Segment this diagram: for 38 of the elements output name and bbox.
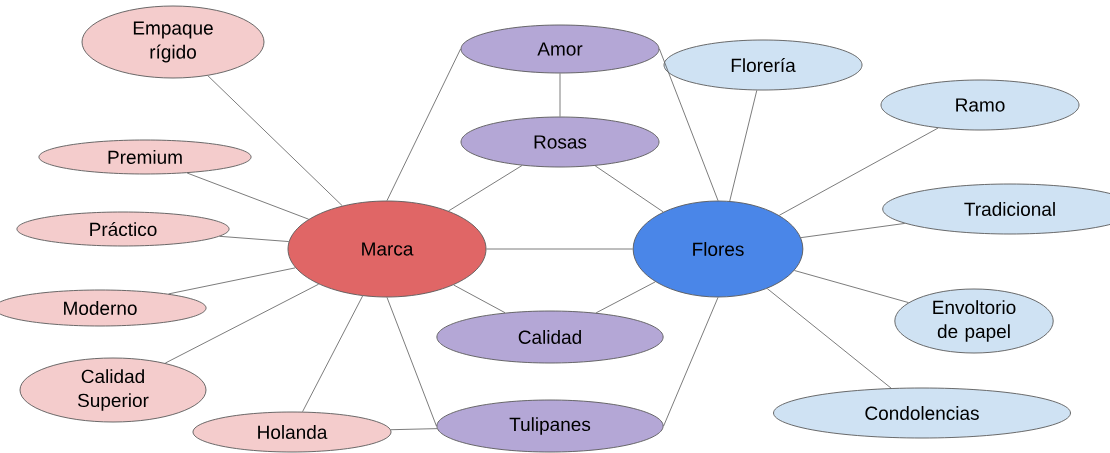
connector-line (453, 284, 506, 314)
ellipse-node: Calidad (436, 310, 664, 364)
ellipse-node: Ramo (880, 79, 1080, 131)
connector-line (778, 127, 939, 216)
connector-line (594, 165, 664, 213)
ellipse-node: Empaque rígido (81, 5, 265, 79)
ellipse-node: Flores (632, 200, 804, 298)
connector-line (729, 90, 758, 202)
connector-line (800, 223, 906, 239)
ellipse-node: Práctico (16, 211, 230, 247)
ellipse-node: Condolencias (773, 387, 1071, 439)
connector-line (386, 48, 461, 201)
ellipse-node: Envoltorio de papel (894, 288, 1054, 354)
ellipse-node: Florería (663, 39, 863, 91)
connector-line (386, 297, 437, 427)
connector-line (766, 288, 892, 389)
connector-line (390, 428, 438, 431)
ellipse-node: Calidad Superior (19, 357, 207, 423)
ellipse-node: Marca (287, 200, 487, 298)
ellipse-node: Rosas (460, 116, 660, 168)
connector-line (168, 267, 296, 295)
connector-line (164, 283, 320, 364)
ellipse-node: Holanda (192, 411, 392, 453)
connector-line (794, 270, 909, 303)
ellipse-node: Premium (38, 139, 252, 175)
connector-line (659, 48, 719, 201)
connector-line (663, 297, 719, 427)
connector-line (595, 281, 656, 314)
connector-line (302, 295, 363, 413)
ellipse-node: Tradicional (882, 183, 1110, 235)
connector-line (207, 75, 343, 207)
ellipse-node: Amor (460, 24, 660, 74)
ellipse-node: Tulipanes (436, 399, 664, 453)
connector-line (186, 172, 309, 220)
connector-line (219, 235, 290, 242)
connector-line (486, 248, 634, 250)
connector-line (448, 165, 523, 212)
connector-line (559, 73, 561, 117)
